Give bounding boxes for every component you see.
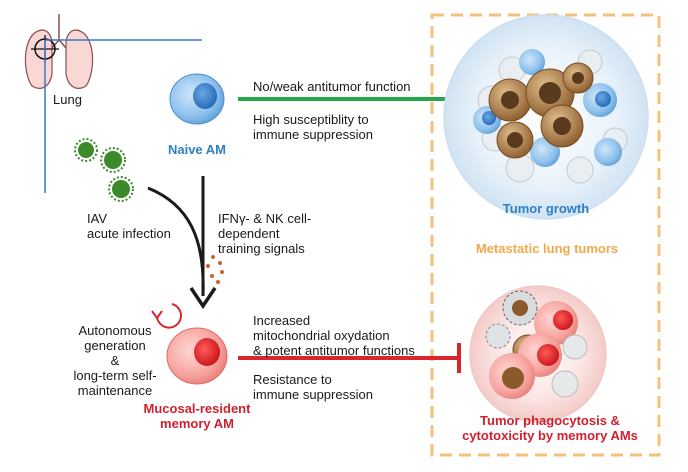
tumor-phagocytosis-sphere [469, 285, 607, 423]
memory-am-cell [166, 327, 228, 385]
tumor-growth-label: Tumor growth [502, 201, 590, 216]
tumor-phagocytosis-label: Tumor phagocytosis & cytotoxicity by mem… [462, 413, 638, 443]
tumor-growth-sphere [443, 14, 649, 220]
no-weak-antitumor-label: No/weak antitumor function [253, 79, 411, 94]
memory-am-label: Mucosal-resident memory AM [143, 401, 251, 431]
metastatic-tumors-box [430, 13, 661, 457]
lung-label: Lung [53, 92, 82, 107]
naive-am-cell [169, 73, 225, 125]
increased-oxidation-label: Increased mitochondrial oxydation & pote… [253, 313, 415, 358]
metastatic-lung-tumors-label: Metastatic lung tumors [475, 241, 619, 256]
infection-arrow [147, 186, 205, 296]
iav-infection-label: IAV acute infection [87, 211, 171, 241]
training-arrow-head [189, 287, 217, 310]
naive-am-label: Naive AM [167, 142, 227, 157]
self-renewal-icon [151, 303, 182, 329]
zoom-frame-lines [44, 39, 202, 193]
high-susceptibility-label: High susceptiblity to immune suppression [253, 112, 373, 142]
virus-icon [74, 138, 134, 202]
training-signal-dots [206, 255, 224, 284]
resistance-label: Resistance to immune suppression [253, 372, 373, 402]
autonomous-generation-label: Autonomous generation & long-term self- … [73, 323, 157, 398]
training-signals-label: IFNγ- & NK cell- dependent training sign… [218, 211, 312, 256]
